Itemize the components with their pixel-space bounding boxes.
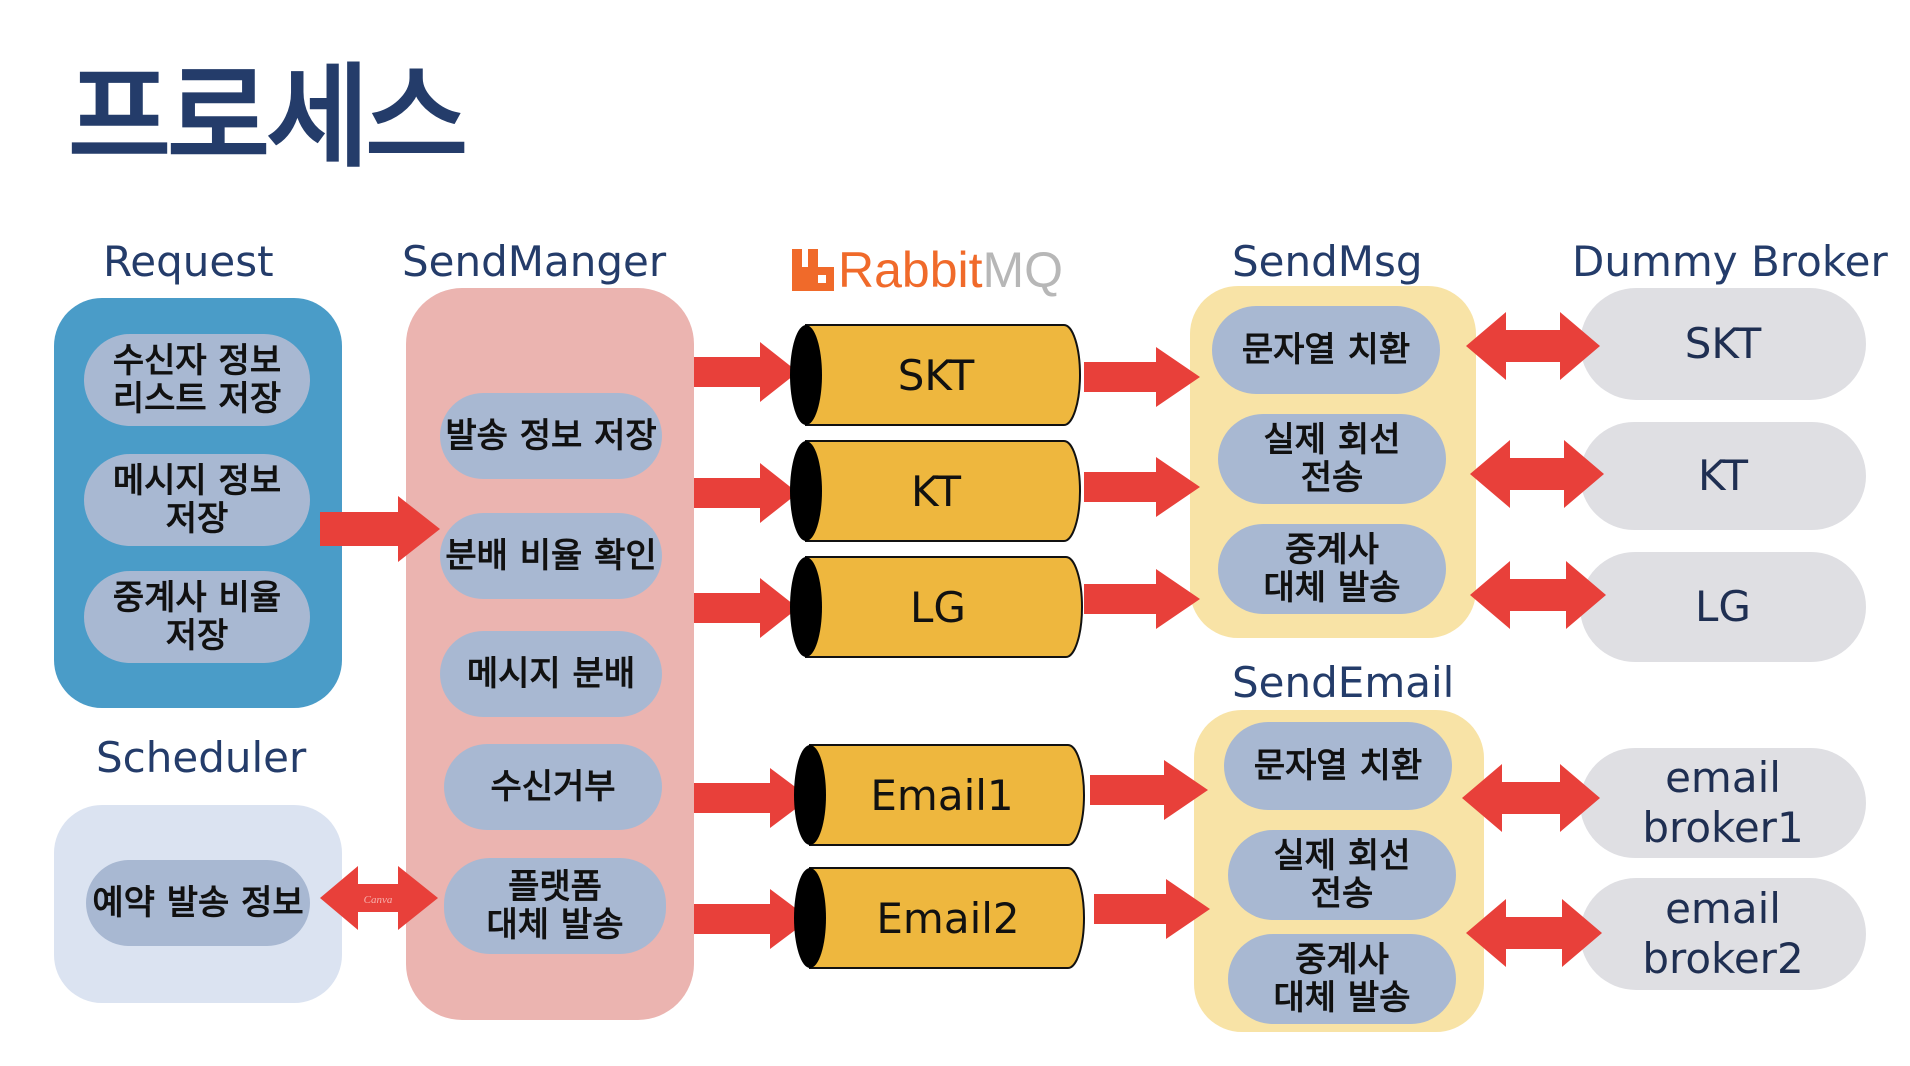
- send-manager-item-platform-fallback: 플랫폼 대체 발송: [444, 858, 666, 954]
- send-manager-header: SendManger: [402, 237, 667, 286]
- arrow-to-queue-lg: [694, 578, 798, 638]
- queue-label-skt: SKT: [898, 351, 975, 400]
- send-email-item-string-replace: 문자열 치환: [1224, 722, 1452, 810]
- send-manager-item-ratio: 분배 비율 확인: [440, 513, 662, 599]
- queue-lg: LG: [790, 556, 1083, 658]
- broker-email2: email broker2: [1580, 878, 1866, 990]
- rabbitmq-icon: [792, 249, 834, 291]
- arrow-send-email-broker-email1: [1462, 764, 1600, 832]
- request-item-message-info: 메시지 정보 저장: [84, 454, 310, 546]
- request-header: Request: [103, 237, 274, 286]
- arrow-queue-email1-to-send-email: [1090, 760, 1208, 820]
- request-item-recipient-list: 수신자 정보 리스트 저장: [84, 334, 310, 426]
- arrow-request-to-send-manager: [320, 496, 440, 562]
- scheduler-item-reservation: 예약 발송 정보: [86, 860, 310, 946]
- arrow-queue-email2-to-send-email: [1094, 879, 1210, 939]
- send-email-item-line-send: 실제 회선 전송: [1228, 830, 1456, 920]
- broker-kt: KT: [1580, 422, 1866, 530]
- send-msg-item-string-replace: 문자열 치환: [1212, 306, 1440, 394]
- queue-label-email2: Email2: [876, 894, 1019, 943]
- dummy-broker-header: Dummy Broker: [1572, 237, 1888, 286]
- queue-label-lg: LG: [910, 583, 966, 632]
- arrow-to-queue-email1: [694, 768, 810, 828]
- queue-label-email1: Email1: [870, 771, 1013, 820]
- arrow-send-msg-broker-kt: [1470, 440, 1604, 508]
- queue-label-kt: KT: [911, 467, 961, 516]
- broker-lg: LG: [1580, 552, 1866, 662]
- arrow-scheduler-send-manager: [320, 866, 438, 930]
- arrow-send-email-broker-email2: [1466, 899, 1602, 967]
- send-msg-header: SendMsg: [1232, 237, 1423, 286]
- arrow-send-msg-broker-skt: [1466, 312, 1600, 380]
- queue-email2: Email2: [794, 867, 1085, 969]
- page-title: 프로세스: [68, 53, 468, 183]
- arrow-queue-kt-to-send-msg: [1084, 457, 1200, 517]
- broker-skt: SKT: [1580, 288, 1866, 400]
- rabbitmq-logo-mq: MQ: [982, 242, 1064, 298]
- arrow-to-queue-skt: [694, 342, 798, 402]
- rabbitmq-logo-text: Rabbit: [838, 242, 983, 298]
- send-msg-item-line-send: 실제 회선 전송: [1218, 414, 1446, 504]
- send-manager-item-distribute: 메시지 분배: [440, 631, 662, 717]
- arrow-to-queue-email2: [694, 889, 810, 949]
- send-manager-item-save: 발송 정보 저장: [440, 393, 662, 479]
- watermark: Canva: [364, 894, 393, 906]
- send-manager-item-reject: 수신거부: [444, 744, 662, 830]
- arrow-queue-skt-to-send-msg: [1084, 347, 1200, 407]
- request-item-relay-ratio: 중계사 비율 저장: [84, 571, 310, 663]
- send-email-item-relay-fallback: 중계사 대체 발송: [1228, 934, 1456, 1024]
- broker-email1: email broker1: [1580, 748, 1866, 858]
- send-email-header: SendEmail: [1232, 658, 1455, 707]
- arrow-send-msg-broker-lg: [1470, 561, 1606, 629]
- queue-kt: KT: [790, 440, 1081, 542]
- queue-skt: SKT: [790, 324, 1081, 426]
- queue-email1: Email1: [794, 744, 1085, 846]
- arrow-queue-lg-to-send-msg: [1084, 569, 1200, 629]
- send-msg-item-relay-fallback: 중계사 대체 발송: [1218, 524, 1446, 614]
- scheduler-header: Scheduler: [96, 733, 307, 782]
- arrow-to-queue-kt: [694, 463, 798, 523]
